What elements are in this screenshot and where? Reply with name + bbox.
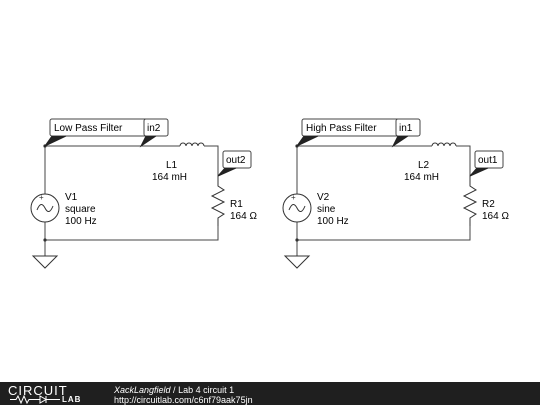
source-v2-wave bbox=[288, 204, 306, 212]
source-v1-wave bbox=[36, 204, 54, 212]
source-v2-name: V2 bbox=[317, 192, 330, 203]
left-circuit-text: Low Pass Filter in2 out2 L1 164 mH R1 16… bbox=[54, 123, 257, 227]
label-pointer bbox=[139, 135, 157, 148]
ground-symbol-left bbox=[31, 255, 59, 269]
source-v2-wave-type: sine bbox=[317, 204, 336, 215]
node-in2-text: in2 bbox=[147, 123, 161, 134]
right-circuit: + bbox=[282, 118, 504, 269]
inductor-l2-value: 164 mH bbox=[404, 172, 439, 183]
title-separator: / bbox=[170, 385, 179, 395]
left-circuit: + bbox=[30, 118, 252, 269]
circuit-title: Lab 4 circuit 1 bbox=[178, 385, 235, 395]
filter-label-high-pass: High Pass Filter bbox=[306, 123, 377, 134]
schematic-canvas: + Low Pass Filter in2 out2 L1 164 mH R1 … bbox=[30, 118, 509, 269]
source-v1 bbox=[30, 193, 60, 223]
circuit-url-link[interactable]: http://circuitlab.com/c6nf79aak75jn bbox=[114, 395, 253, 405]
circuit-title-line: XackLangfield / Lab 4 circuit 1 bbox=[114, 385, 234, 395]
node-label-out2[interactable] bbox=[222, 150, 252, 169]
right-circuit-text: High Pass Filter in1 out1 L2 164 mH R2 1… bbox=[306, 123, 509, 227]
label-pointer bbox=[295, 135, 319, 148]
source-v2 bbox=[282, 193, 312, 223]
author-link[interactable]: XackLangfield bbox=[114, 385, 171, 395]
node-in1-text: in1 bbox=[399, 123, 413, 134]
source-v2-plus: + bbox=[291, 193, 296, 202]
source-v2-frequency: 100 Hz bbox=[317, 216, 349, 227]
node-label-out1[interactable] bbox=[474, 150, 504, 169]
source-v1-plus: + bbox=[39, 193, 44, 202]
node-out2-text: out2 bbox=[226, 155, 246, 166]
junction-dot bbox=[295, 238, 299, 242]
inductor-l1 bbox=[179, 142, 205, 147]
node-out1-text: out1 bbox=[478, 155, 498, 166]
source-v1-name: V1 bbox=[65, 192, 78, 203]
right-wire-right-bottom bbox=[297, 226, 471, 241]
resistor-r1 bbox=[210, 176, 226, 226]
resistor-r1-value: 164 Ω bbox=[230, 211, 257, 222]
footer-bar: CIRCUIT LAB XackLangfield / Lab 4 circui… bbox=[0, 382, 540, 405]
resistor-r1-name: R1 bbox=[230, 199, 243, 210]
label-pointer bbox=[217, 167, 237, 177]
ground-symbol-right bbox=[283, 255, 311, 269]
logo-circuit-symbol-icon bbox=[10, 395, 60, 404]
resistor-r2-name: R2 bbox=[482, 199, 495, 210]
filter-label-low-pass: Low Pass Filter bbox=[54, 123, 123, 134]
label-pointer bbox=[469, 167, 489, 177]
logo-circuit-text: CIRCUIT bbox=[8, 383, 68, 398]
right-wire-right-top bbox=[456, 145, 471, 176]
junction-dot bbox=[43, 238, 47, 242]
left-wire-right-bottom bbox=[45, 226, 219, 241]
inductor-l1-value: 164 mH bbox=[152, 172, 187, 183]
label-pointer bbox=[43, 135, 67, 148]
inductor-l1-name: L1 bbox=[166, 160, 178, 171]
label-pointer bbox=[391, 135, 409, 148]
source-v1-frequency: 100 Hz bbox=[65, 216, 97, 227]
resistor-r2 bbox=[462, 176, 478, 226]
source-v1-wave-type: square bbox=[65, 204, 96, 215]
inductor-l2-name: L2 bbox=[418, 160, 430, 171]
logo-lab-text: LAB bbox=[62, 395, 82, 404]
resistor-r2-value: 164 Ω bbox=[482, 211, 509, 222]
inductor-l2 bbox=[431, 142, 457, 147]
left-wire-right-top bbox=[204, 145, 219, 176]
